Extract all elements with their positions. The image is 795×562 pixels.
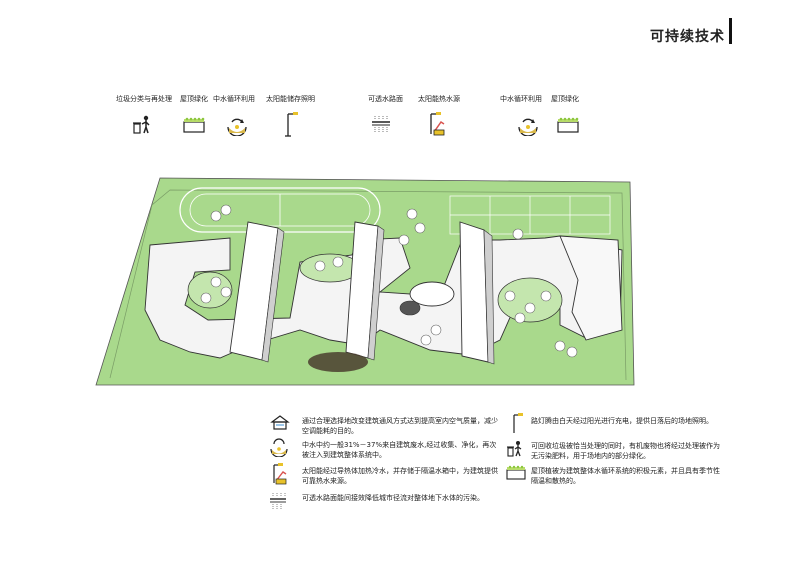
tower-2 [345, 221, 385, 361]
solar-lamp-icon [513, 413, 523, 433]
roof-green-icon [557, 117, 579, 133]
trash-person-icon [507, 441, 522, 457]
site-road [109, 189, 627, 381]
solar-water-icon [430, 112, 445, 136]
building-right [559, 235, 623, 341]
top-icon-label-4: 太阳能储存照明 [266, 95, 315, 103]
water-recycle-icon [227, 118, 247, 136]
top-icon-label-2: 屋顶绿化 [180, 95, 208, 103]
legend-item-roof-green: 屋顶植被为建筑整体水循环系统的积极元素，并且具有季节性隔温和散热的。 [531, 467, 720, 485]
trees [200, 204, 578, 358]
legend-item-solar-water: 太阳能经过导热体加热冷水，并存储于隔温水箱中，为建筑提供可靠热水来源。 [302, 467, 498, 485]
roof-green-icon [183, 117, 205, 133]
title-bar [729, 18, 732, 44]
top-icon-label-5: 可透水路面 [368, 95, 403, 103]
water-recycle-icon [518, 118, 538, 136]
permeable-pavement-icon [270, 493, 286, 509]
ventilation-house-icon [270, 415, 290, 430]
top-icon-label-7: 中水循环利用 [500, 95, 542, 103]
top-icon-label-3: 中水循环利用 [213, 95, 255, 103]
top-icon-label-6: 太阳能热水源 [418, 95, 460, 103]
top-icon-label-8: 屋顶绿化 [551, 95, 579, 103]
solar-lamp-icon [285, 112, 298, 137]
solar-water-icon [273, 463, 287, 485]
trash-person-icon [133, 115, 150, 134]
top-icon-label-1: 垃圾分类与再处理 [116, 95, 172, 103]
roof-green-icon [506, 465, 526, 480]
page-title: 可持续技术 [650, 29, 725, 45]
courtyard-right [497, 277, 563, 323]
tower-3 [459, 221, 495, 365]
legend-item-permeable-pavement: 可透水路面能间接效降低城市径流对整体地下水体的污染。 [302, 494, 484, 502]
basketball-courts [449, 195, 611, 235]
permeable-pavement-icon [372, 116, 390, 132]
legend-item-waste-recycling: 可回收垃圾被恰当处理的同时，有机废物也将经过处理被作为无污染肥料，用于场地内的部… [531, 442, 720, 460]
water-recycle-icon [270, 438, 288, 457]
legend-item-ventilation: 通过合理选择地改变建筑通风方式达到提高室内空气质量，减少空调能耗的目的。 [302, 417, 498, 435]
central-pavilion [409, 281, 455, 307]
legend-item-water-recycle: 中水中约一般31%－37%来自建筑废水,经过收集、净化，再次被注入到建筑整体系统… [302, 441, 497, 459]
legend-item-solar-lamp: 路灯腾由白天经过阳光进行充电，提供日落后的场地照明。 [531, 417, 713, 425]
tower-1 [229, 221, 285, 363]
rock-garden [308, 352, 368, 372]
